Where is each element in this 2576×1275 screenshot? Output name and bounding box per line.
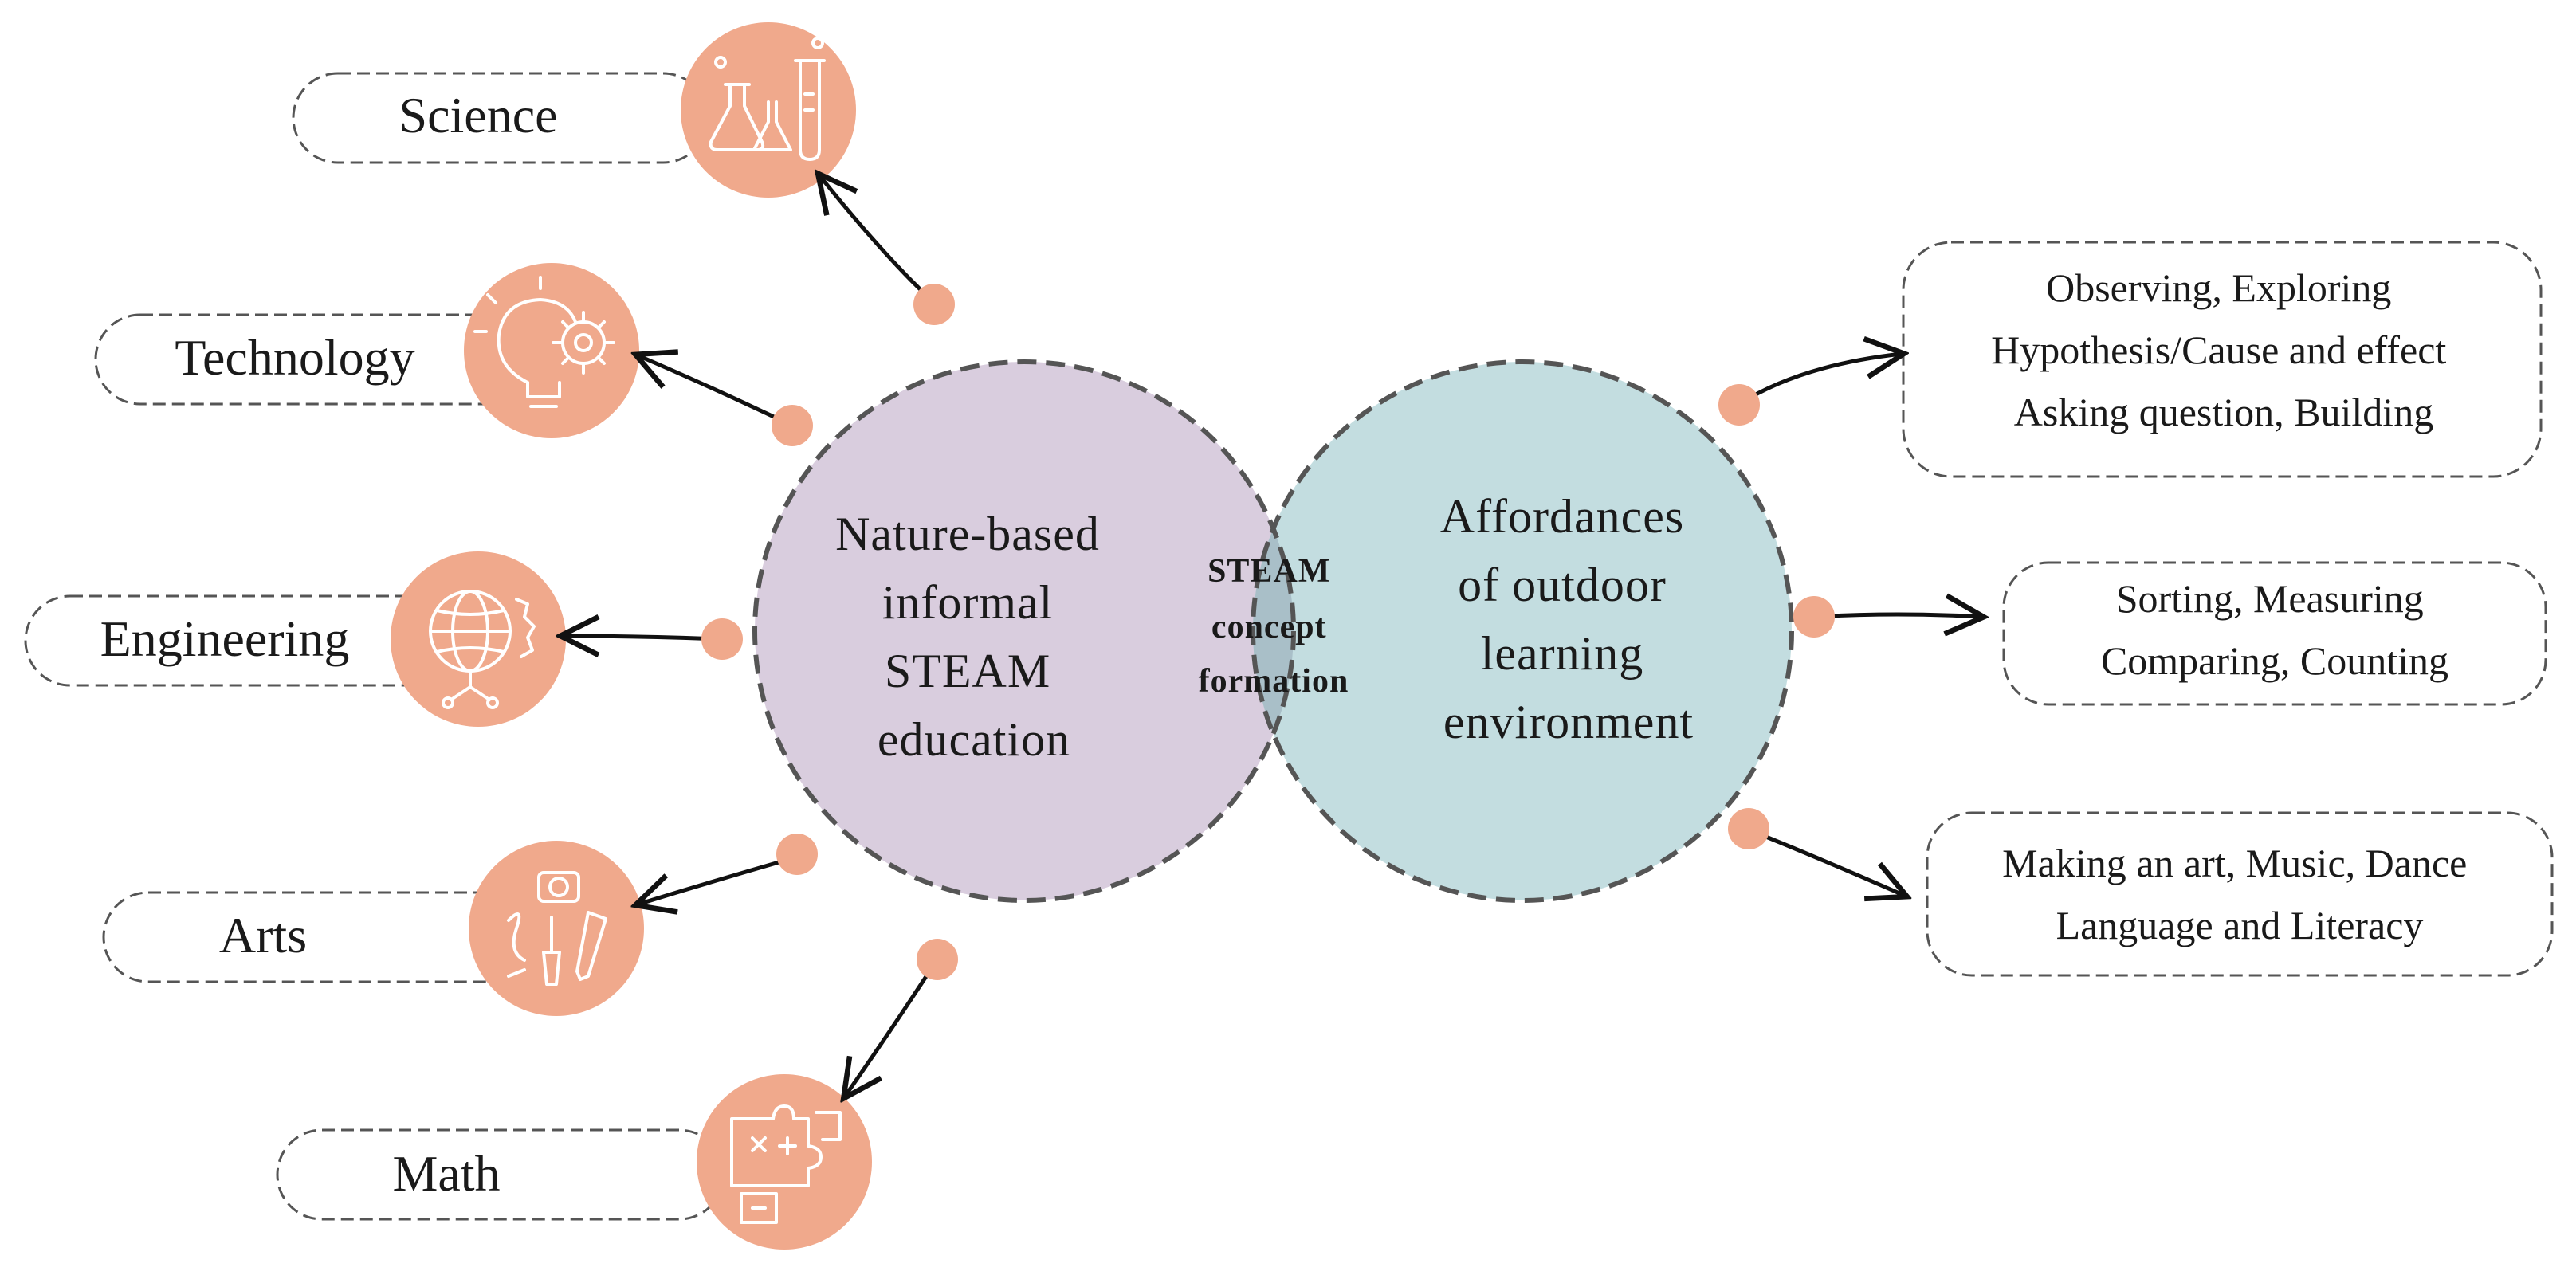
affordance-box-3: Making an art, Music, Dance Language and… [1926,811,2554,977]
left-connectors [563,175,958,1096]
affordance-1-connector-node [1718,384,1760,426]
affordance-box-3-frame [1926,811,2554,977]
arrow-to-affordance-2 [1815,614,1981,617]
technology-connector-node [772,405,813,446]
right-circle-title: Affordances of outdoor learning environm… [1440,490,1697,748]
arts-connector-node [776,834,818,875]
arts-icon-bg [469,841,644,1016]
puzzle-icon [730,1104,842,1224]
math-icon-bg [697,1074,872,1250]
discipline-math: Math [276,1074,872,1250]
math-pill [276,1128,725,1221]
center-concept: STEAM concept formation [1199,553,1349,700]
affordance-box-2-text: Sorting, Measuring Comparing, Counting [2101,576,2448,683]
discipline-technology: Technology [94,263,639,438]
globe-gear-icon [429,590,536,709]
right-connectors [1718,354,1981,896]
arrow-to-affordance-3 [1749,828,1905,896]
affordance-box-1: Observing, Exploring Hypothesis/Cause an… [1902,241,2543,478]
art-tools-icon [507,871,607,986]
right-circle-border [1251,359,1794,903]
arrow-to-engineering [563,636,721,639]
arrow-to-math [845,963,937,1096]
discipline-engineering: Engineering [24,551,566,727]
affordance-2-connector-node [1793,596,1835,638]
arts-label: Arts [219,907,307,963]
affordance-box-2: Sorting, Measuring Comparing, Counting [2002,561,2547,706]
affordance-3-connector-node [1728,808,1769,849]
arrow-to-science [819,175,934,303]
science-connector-node [913,284,955,325]
science-label: Science [399,87,558,143]
left-circle [755,362,1294,900]
engineering-icon-bg [391,551,566,727]
engineering-pill [24,594,505,687]
affordance-box-3-text: Making an art, Music, Dance Language and… [2002,841,2477,947]
arrow-to-technology [638,355,791,426]
technology-icon-bg [464,263,639,438]
lightbulb-gear-icon [473,276,615,408]
affordance-box-2-frame [2002,561,2547,706]
technology-label: Technology [175,329,414,386]
flask-icon [709,37,826,161]
engineering-connector-node [701,618,743,660]
left-circle-border [752,359,1296,903]
right-circle [1253,362,1792,900]
venn-group: Nature-based informal STEAM education Af… [752,359,1794,903]
engineering-label: Engineering [100,610,350,667]
math-label: Math [392,1145,500,1202]
left-circle-title: Nature-based informal STEAM education [835,508,1113,766]
math-connector-node [917,939,958,980]
discipline-arts: Arts [102,841,644,1016]
arrow-to-arts [638,855,796,904]
discipline-science: Science [292,22,856,198]
affordance-box-1-text: Observing, Exploring Hypothesis/Cause an… [1991,265,2456,434]
arrow-to-affordance-1 [1739,354,1902,406]
